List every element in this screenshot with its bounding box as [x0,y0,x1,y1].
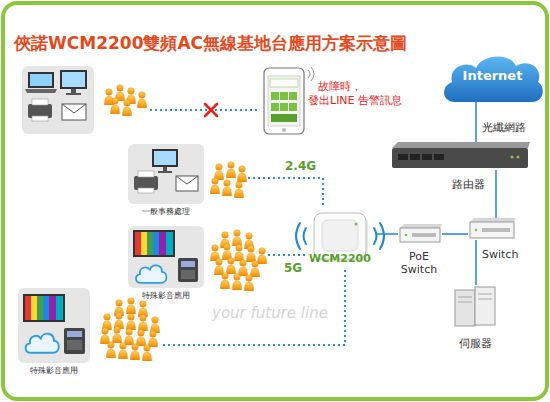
router-symbol [392,142,530,168]
router-node: 路由器 [390,142,530,170]
device-group [18,288,90,363]
network-cable [475,102,477,142]
diagram-title: 俠諾WCM2200雙頻AC無線基地台應用方案示意圖 [14,32,434,55]
edge-label: 2.4G [285,159,316,173]
server-symbol [455,287,495,326]
switch-node: Switch [468,218,516,240]
wireless-link [268,254,305,256]
phone-symbol [264,67,314,134]
people-crowd [105,85,147,116]
switch-symbol [470,218,516,238]
wireless-link [163,267,345,345]
node-label: Switch [482,248,532,262]
internet-cloud: Internet [440,52,545,102]
server-node: 伺服器 [452,285,498,327]
edge-label: 光纖網路 [482,120,526,135]
node-label: Internet [440,68,545,84]
people-crowd [211,230,267,291]
people-crowd [101,298,160,361]
node-label: 特殊影音應用 [128,291,204,301]
network-cable [375,233,398,235]
network-cable [475,240,477,285]
wireless-link [248,178,323,205]
device-group [22,66,94,134]
switch-symbol [400,224,442,242]
frame [3,3,547,399]
network-cable [442,233,468,235]
network-cable [495,170,497,218]
device-group [128,226,204,288]
client-group: 特殊影音應用 [128,226,268,304]
fail-cross [205,104,217,116]
device-group [128,144,204,204]
node-label: 伺服器 [446,337,504,351]
wireless-signal [296,223,384,249]
edge-label: 5G [284,261,302,275]
access-point-node: WCM2200 [305,205,375,267]
node-label: 路由器 [452,178,502,192]
broken-link [150,109,258,111]
node-label: WCM2200 [305,252,375,266]
client-group: 特殊影音應用 [18,288,163,378]
node-label: 故障時， 發出LINE 告警訊息 [308,80,408,108]
node-label: 一般事務處理 [128,207,204,217]
node-label: 特殊影音應用 [18,366,90,376]
people-crowd [211,162,247,198]
poe-switch-node: PoE Switch [398,224,442,244]
node-label: PoE Switch [396,250,442,276]
phone-node: 故障時， 發出LINE 告警訊息 [262,66,306,136]
client-group: 一般事務處理 [128,144,248,220]
watermark-text: your future line [212,304,328,322]
